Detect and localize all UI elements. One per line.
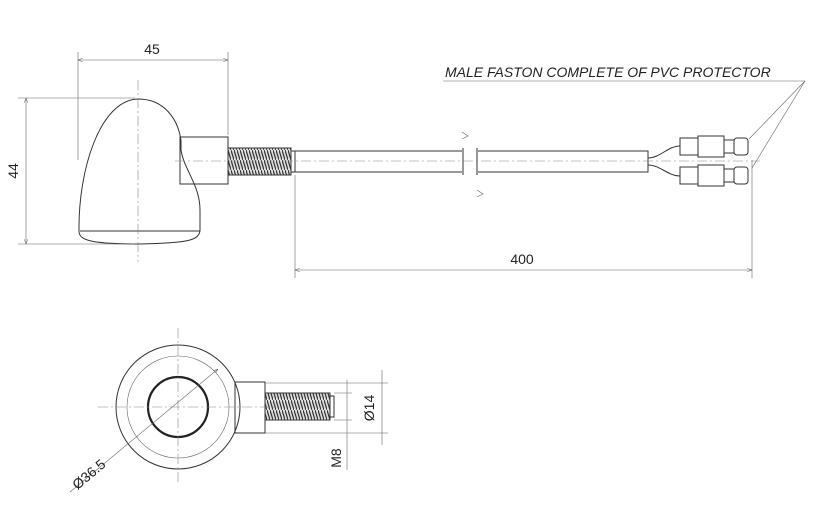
mounting-boss (179, 136, 229, 185)
lamp-body (78, 98, 201, 245)
front-view: Ø36.5 Ø14 M8 (69, 328, 388, 493)
dim-height: 44 (5, 163, 21, 179)
cable-break (462, 140, 478, 185)
thread (264, 392, 331, 421)
dim-body-diameter: Ø36.5 (69, 456, 109, 493)
faston-connector-lower (679, 164, 749, 187)
side-view: MALE FASTON COMPLETE OF PVC PROTECTOR 45… (5, 41, 806, 278)
thread-end (290, 150, 296, 173)
connector-label: MALE FASTON COMPLETE OF PVC PROTECTOR (445, 64, 771, 80)
thread (227, 147, 292, 176)
faston-connector-upper (679, 135, 749, 158)
dim-thread: M8 (328, 448, 344, 468)
dim-width: 45 (144, 41, 160, 57)
dim-cable-length: 400 (510, 251, 534, 267)
dim-boss-diameter: Ø14 (361, 395, 377, 422)
